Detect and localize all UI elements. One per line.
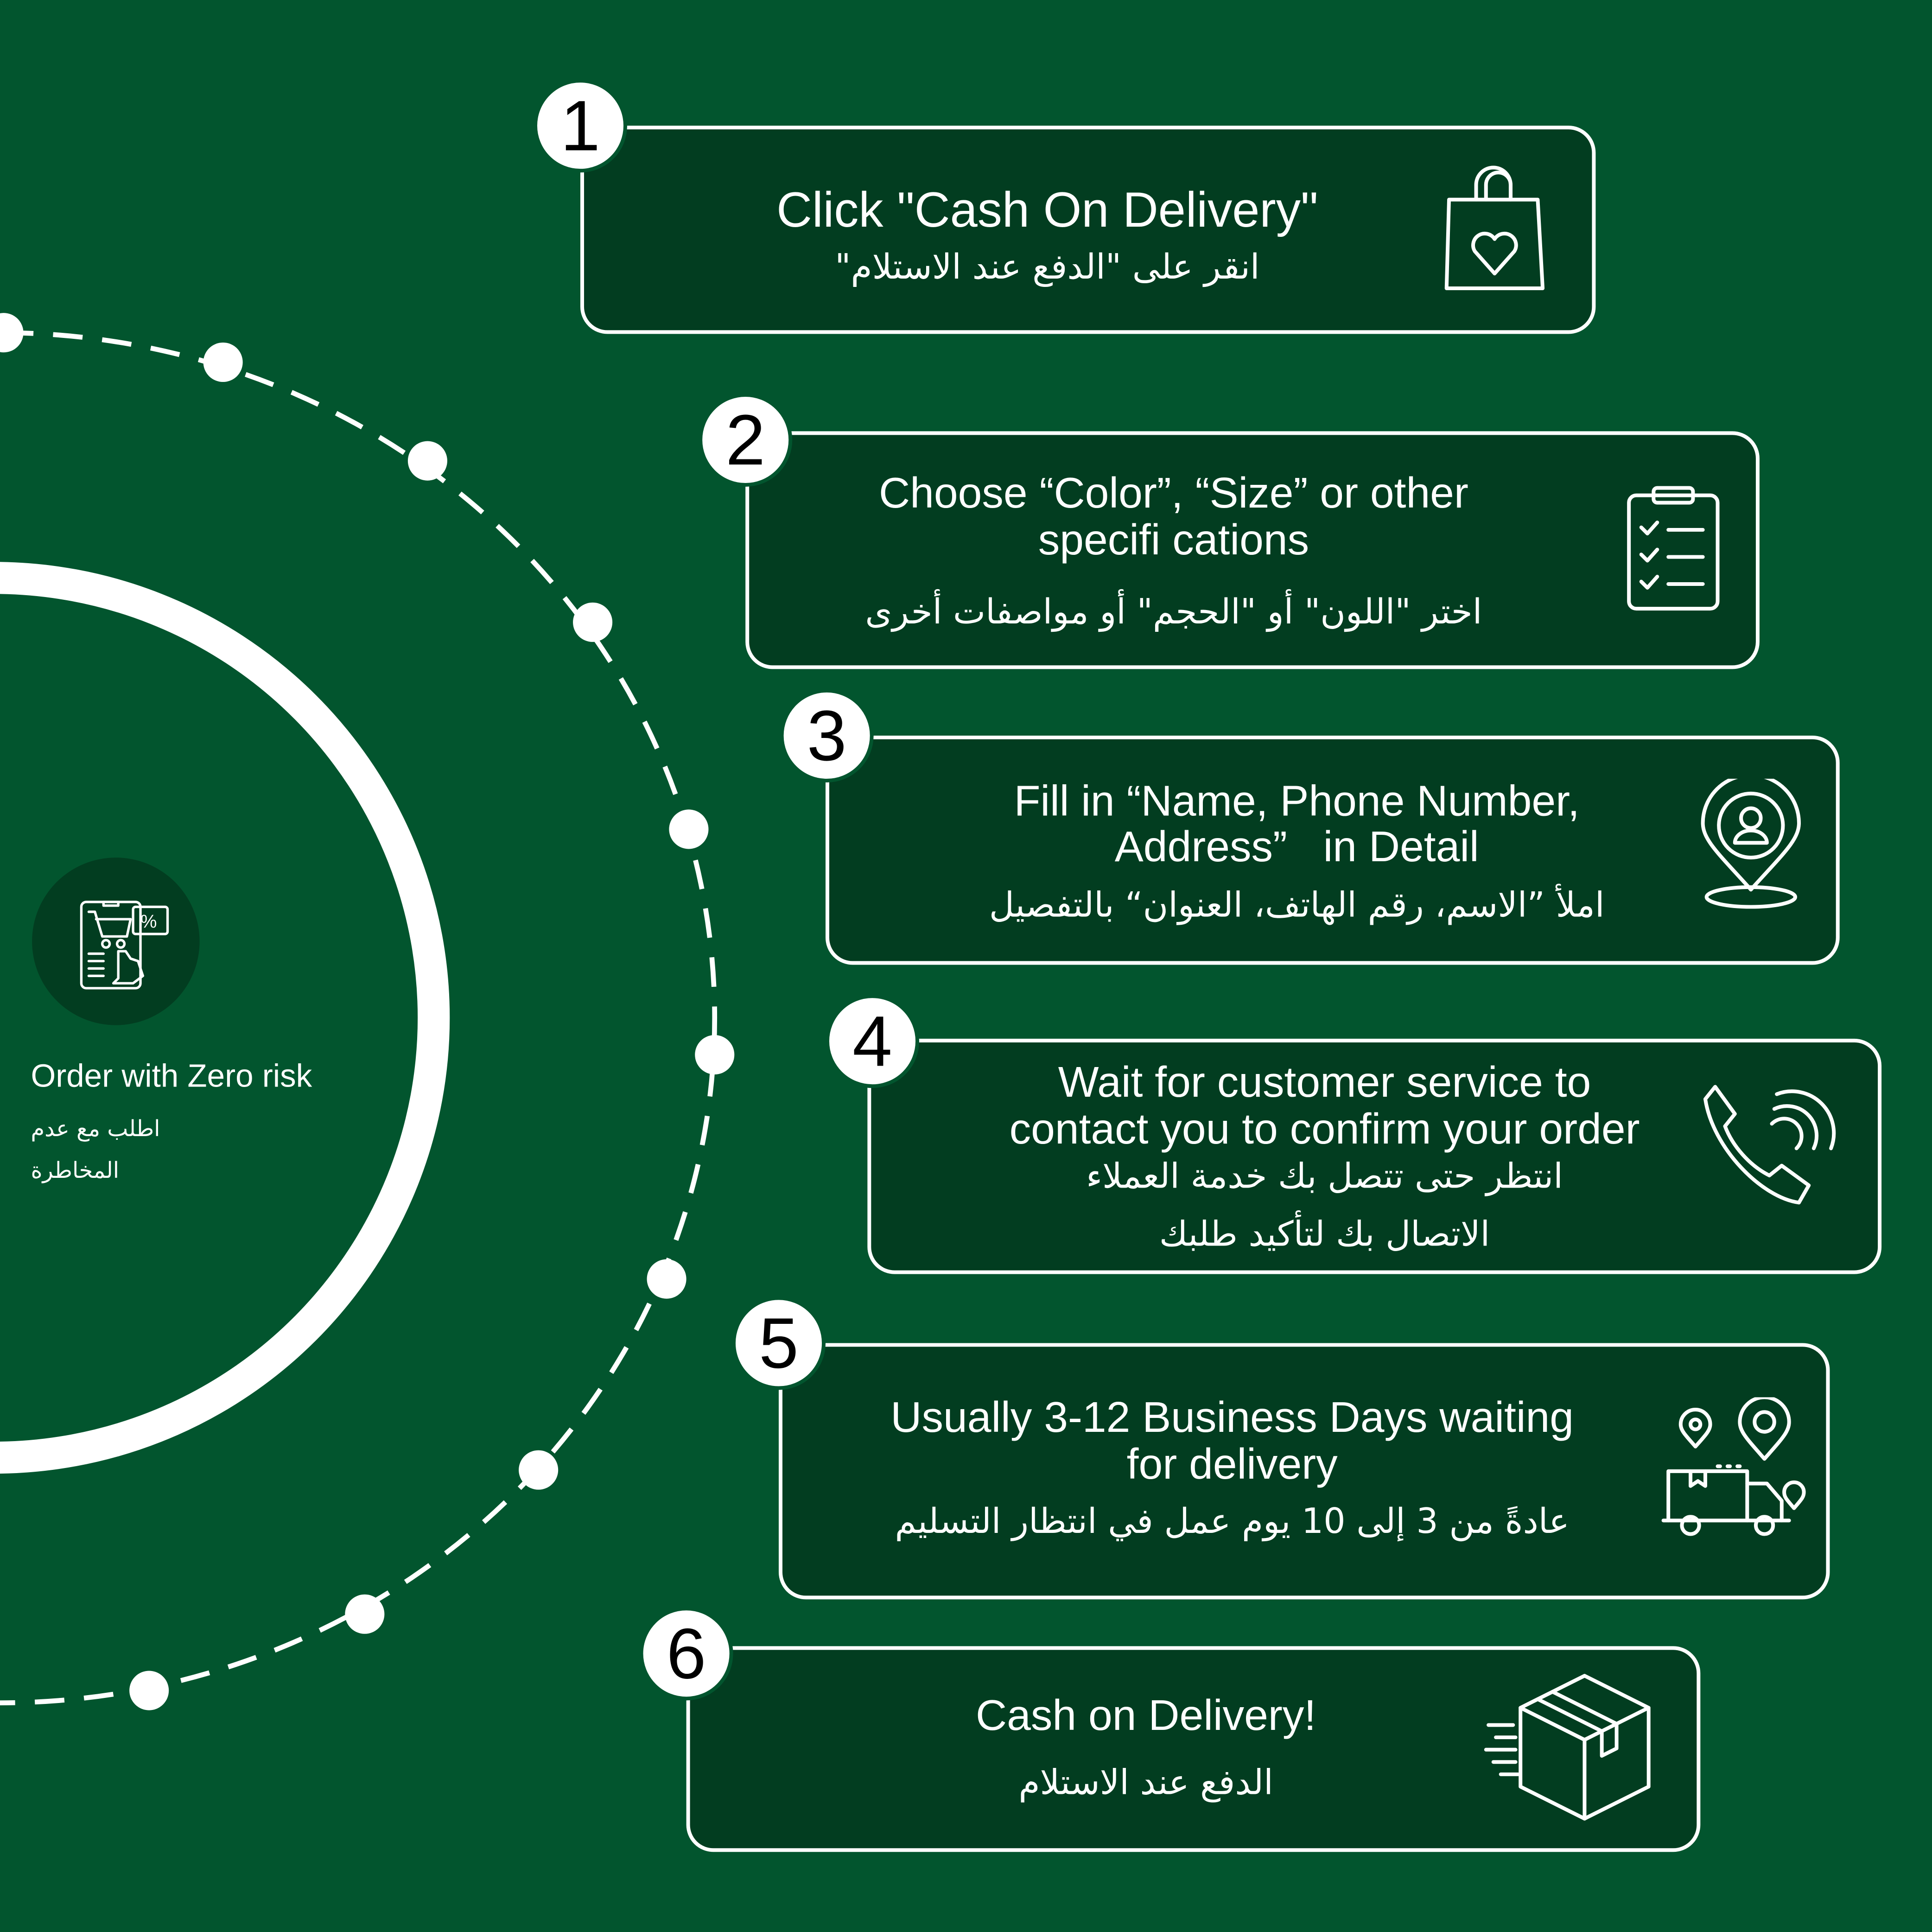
step-number-badge-4: 4 (825, 994, 920, 1088)
center-subtitle: اطلب مع عدم المخاطرة (31, 1116, 160, 1184)
step-card-5 (778, 1343, 1830, 1600)
clipboard-checklist-icon (1627, 486, 1720, 611)
shopping-bag-heart-icon (1444, 165, 1545, 291)
step-card-2 (745, 431, 1760, 669)
step-5-title: Usually 3-12 Business Days waiting (890, 1393, 1574, 1442)
step-2-arabic: اختر "اللون" أو "الحجم" أو مواصفات أخرى (865, 591, 1482, 632)
step-4-title: Wait for customer service to (1058, 1058, 1591, 1107)
path-dots (0, 313, 735, 1710)
svg-text:%: % (140, 912, 157, 932)
center-title: Order with Zero risk (31, 1057, 312, 1094)
step-card-3 (825, 735, 1840, 965)
delivery-truck-location-icon (1661, 1397, 1806, 1536)
step-1-arabic: انقر على "الدفع عند الاستلام" (835, 246, 1260, 287)
step-4-arabic-line2: الاتصال بك لتأكيد طلبك (1159, 1214, 1490, 1255)
step-6-title: Cash on Delivery! (975, 1691, 1316, 1740)
step-4-title-line2: contact you to confirm your order (1009, 1105, 1640, 1154)
location-user-pin-icon (1701, 778, 1801, 909)
step-number-badge-3: 3 (780, 688, 874, 782)
step-number-badge-6: 6 (639, 1607, 733, 1701)
phone-call-icon (1703, 1085, 1836, 1205)
big-ring (0, 562, 450, 1474)
center-icon-circle: % (32, 858, 200, 1025)
step-2-title-line2: specifi cations (1038, 516, 1309, 565)
step-number-badge-1: 1 (534, 79, 628, 173)
step-6-arabic: الدفع عند الاستلام (1018, 1762, 1273, 1803)
step-number-badge-2: 2 (699, 393, 793, 487)
step-2-title: Choose “Color”, “Size” or other (878, 469, 1468, 518)
step-card-1 (580, 126, 1596, 334)
step-card-6 (686, 1646, 1701, 1852)
step-5-arabic: عادةً من 3 إلى 10 يوم عمل في انتظار التس… (895, 1500, 1570, 1542)
fast-package-box-icon (1484, 1674, 1651, 1821)
step-number-badge-5: 5 (731, 1296, 826, 1390)
step-3-arabic: املأ ”الاسم، رقم الهاتف، العنوان“ بالتفص… (989, 884, 1605, 926)
step-5-title-line2: for delivery (1126, 1440, 1338, 1489)
step-3-title: Fill in “Name, Phone Number, (1014, 777, 1580, 826)
step-4-arabic: انتظر حتى تتصل بك خدمة العملاء (1086, 1156, 1563, 1197)
step-3-title-line2: Address” in Detail (1114, 823, 1479, 871)
mobile-shopping-cart-icon: % (80, 901, 169, 990)
step-1-title: Click "Cash On Delivery" (776, 184, 1318, 238)
dashed-path (0, 330, 717, 1705)
step-card-4 (867, 1038, 1882, 1274)
